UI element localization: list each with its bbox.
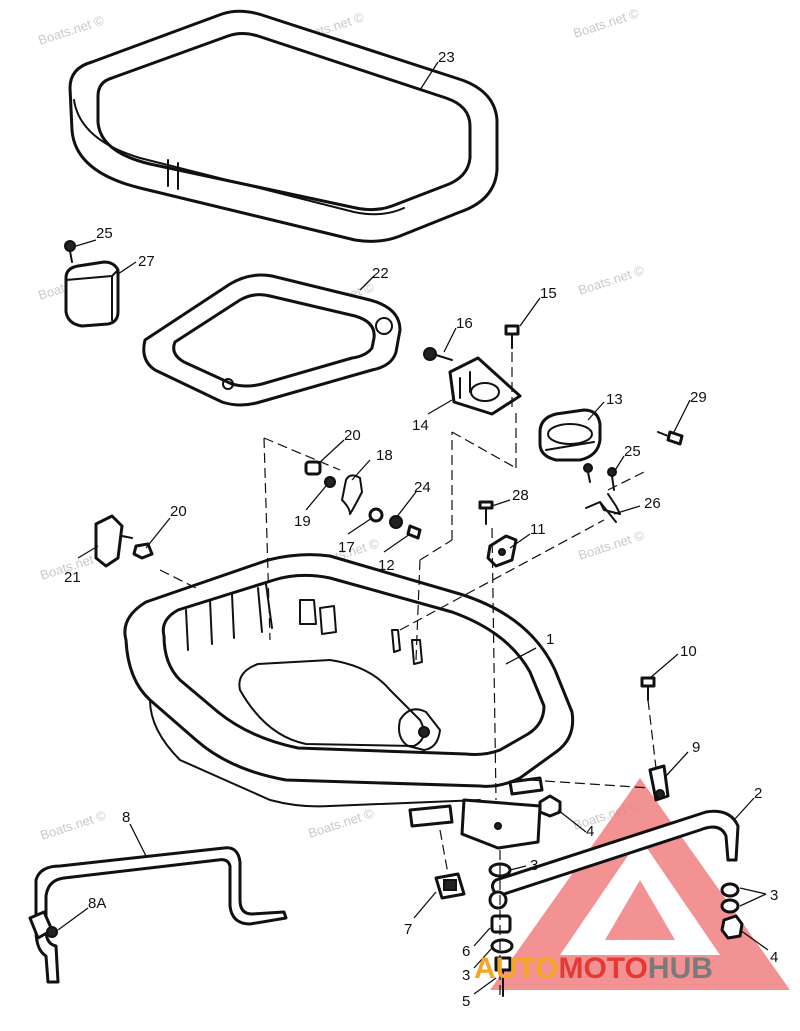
callout-3: 3 bbox=[770, 887, 778, 904]
callout-13: 13 bbox=[606, 391, 623, 408]
part-2-lever bbox=[488, 809, 740, 910]
callout-29: 29 bbox=[690, 389, 707, 406]
callout-4: 4 bbox=[770, 949, 778, 966]
part-25-screws-mid bbox=[583, 463, 617, 491]
part-28-screw bbox=[478, 500, 494, 525]
callout-20: 20 bbox=[170, 503, 187, 520]
callout-7: 7 bbox=[404, 921, 412, 938]
callout-3: 3 bbox=[462, 967, 470, 984]
callout-17: 17 bbox=[338, 539, 355, 556]
part-21-latch bbox=[94, 514, 133, 568]
part-15-screw bbox=[504, 324, 520, 349]
callout-25: 25 bbox=[96, 225, 113, 242]
callout-19: 19 bbox=[294, 513, 311, 530]
leader-lines bbox=[57, 61, 769, 995]
part-29-screw bbox=[657, 430, 684, 446]
part-10-screw bbox=[640, 676, 656, 701]
part-12-screw bbox=[406, 524, 422, 540]
callout-25: 25 bbox=[624, 443, 641, 460]
callout-6: 6 bbox=[462, 943, 470, 960]
part-22-gasket bbox=[142, 273, 402, 407]
part-13-motor bbox=[538, 408, 602, 462]
callout-20: 20 bbox=[344, 427, 361, 444]
callout-labels: 23 25 27 22 15 16 13 29 14 25 20 18 24 2… bbox=[64, 49, 778, 1010]
callout-2: 2 bbox=[754, 785, 762, 802]
part-3-washers-right bbox=[720, 882, 740, 914]
callout-9: 9 bbox=[692, 739, 700, 756]
part-4-nut-right bbox=[720, 914, 744, 940]
logo-triangle bbox=[490, 778, 790, 990]
part-14-bracket bbox=[448, 356, 522, 416]
watermark: Boats.net © bbox=[571, 5, 641, 40]
callout-8: 8 bbox=[122, 809, 130, 826]
logo-hub: HUB bbox=[648, 952, 713, 985]
part-23-top-seal bbox=[68, 9, 499, 243]
callout-27: 27 bbox=[138, 253, 155, 270]
assembly-lines bbox=[159, 352, 657, 996]
part-11-bracket bbox=[486, 534, 518, 568]
part-18-clip bbox=[341, 474, 363, 515]
callout-5: 5 bbox=[462, 993, 470, 1010]
callout-18: 18 bbox=[376, 447, 393, 464]
callout-3: 3 bbox=[530, 857, 538, 874]
callout-4: 4 bbox=[586, 823, 594, 840]
callout-22: 22 bbox=[372, 265, 389, 282]
part-20-nut-left bbox=[132, 542, 154, 560]
part-6-bushing bbox=[490, 914, 512, 934]
part-17-washer bbox=[368, 507, 384, 523]
part-16-screw bbox=[423, 347, 453, 361]
watermark: Boats.net © bbox=[576, 527, 646, 562]
callout-10: 10 bbox=[680, 643, 697, 660]
callout-11: 11 bbox=[530, 521, 546, 538]
svg-text:AUTOMOTOHUB: AUTOMOTOHUB bbox=[474, 952, 713, 985]
part-3-washer-lower bbox=[490, 938, 514, 954]
callout-23: 23 bbox=[438, 49, 455, 66]
part-26-clip bbox=[585, 493, 621, 523]
callout-12: 12 bbox=[378, 557, 395, 574]
watermark: Boats.net © bbox=[38, 807, 108, 842]
watermark: Boats.net © bbox=[36, 12, 106, 47]
callout-24: 24 bbox=[414, 479, 431, 496]
logo-auto: AUTO bbox=[474, 952, 558, 985]
part-4-nut-upper bbox=[538, 794, 562, 818]
part-27-block bbox=[64, 260, 120, 328]
callout-1: 1 bbox=[546, 631, 554, 648]
part-20-nut-top bbox=[304, 460, 322, 476]
part-7-grommet bbox=[434, 872, 466, 900]
automotohub-logo: AUTOMOTOHUB bbox=[474, 952, 713, 985]
callout-21: 21 bbox=[64, 569, 81, 586]
part-19-washer bbox=[324, 476, 336, 488]
callout-16: 16 bbox=[456, 315, 473, 332]
part-1-bottom-cowl bbox=[123, 553, 575, 850]
callout-14: 14 bbox=[412, 417, 429, 434]
watermark: Boats.net © bbox=[576, 262, 646, 297]
watermark: Boats.net © bbox=[306, 805, 376, 840]
part-9-clip bbox=[648, 764, 670, 802]
callout-26: 26 bbox=[644, 495, 661, 512]
part-8A-clamp bbox=[28, 910, 58, 940]
part-8-tube bbox=[34, 846, 288, 984]
callout-8A: 8A bbox=[88, 895, 106, 912]
part-24-nut bbox=[389, 515, 403, 529]
logo-moto: MOTO bbox=[558, 952, 647, 985]
callout-15: 15 bbox=[540, 285, 557, 302]
part-25-screw-top bbox=[64, 240, 76, 263]
callout-28: 28 bbox=[512, 487, 529, 504]
